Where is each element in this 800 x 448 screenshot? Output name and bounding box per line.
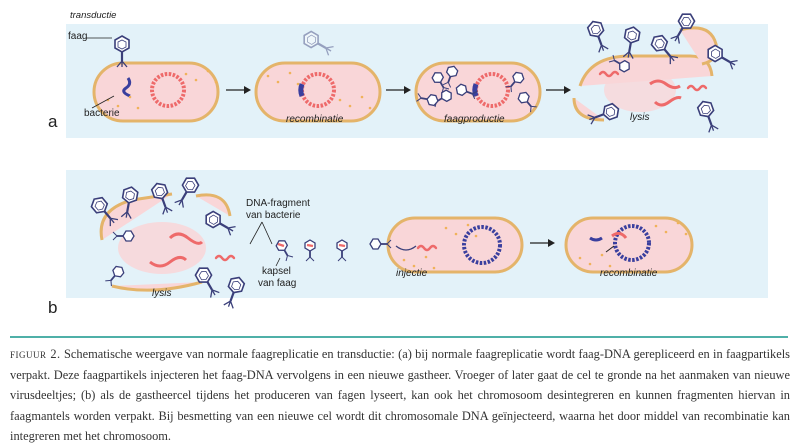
- caption-divider: [10, 336, 788, 338]
- dna-fragment-pointer: [249, 221, 273, 245]
- faagproductie-label: faagproductie: [444, 114, 505, 125]
- recombinatie-label-b: recombinatie: [600, 268, 658, 279]
- bacterie-label: bacterie: [84, 108, 120, 119]
- lysis-label-a: lysis: [630, 112, 650, 123]
- cell-a1: [86, 34, 220, 123]
- transducing-phages: [273, 237, 348, 267]
- figure-label: figuur 2.: [10, 347, 61, 361]
- panel-b-letter: b: [48, 298, 58, 317]
- figure-caption: figuur 2. Schematische weergave van norm…: [10, 344, 790, 447]
- cell-a3: [414, 61, 542, 123]
- lysed-cell-b: [87, 173, 247, 311]
- arrow-a2: [386, 86, 411, 94]
- cell-b-injection: [369, 216, 524, 274]
- arrow-a3: [546, 86, 571, 94]
- caption-text: Schematische weergave van normale faagre…: [10, 347, 790, 443]
- faag-label: faag: [68, 31, 88, 42]
- detached-phage-ghost: [299, 28, 336, 59]
- kapsel-label-2: van faag: [258, 278, 297, 289]
- lysis-label-b: lysis: [152, 288, 172, 299]
- cell-a4-lysis: [572, 9, 740, 135]
- arrow-a1: [226, 86, 251, 94]
- arrow-b1: [530, 239, 555, 247]
- kapsel-label-1: kapsel: [262, 266, 291, 277]
- transductie-header: transductie: [70, 10, 117, 21]
- cell-a2: [254, 61, 382, 123]
- panel-a-letter: a: [48, 112, 58, 131]
- dna-fragment-label-1: DNA-fragment: [246, 198, 310, 209]
- recombinatie-label-a: recombinatie: [286, 114, 344, 125]
- cell-b-recombination: [564, 216, 694, 274]
- dna-fragment-label-2: van bacterie: [246, 210, 301, 221]
- injectie-label: injectie: [396, 268, 428, 279]
